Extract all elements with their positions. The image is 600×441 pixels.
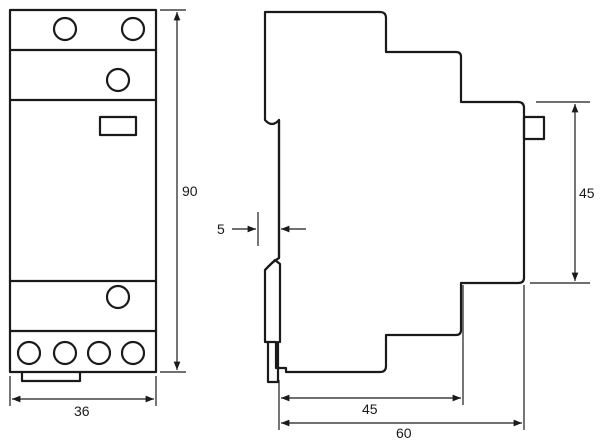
front-view [8,8,158,383]
din-clip-side [266,340,280,384]
height-dimension-front: 90 [160,9,198,373]
din-rail-hook [263,258,282,344]
din-clip-tab [20,370,82,383]
side-view [263,10,546,384]
gap-label: 5 [217,221,225,237]
indicator-window [98,115,138,137]
terminal-screw-upper [105,67,131,93]
side-depth-dimension-45: 45 [278,285,464,430]
side-button [522,115,546,141]
front-width-label: 36 [74,403,90,419]
terminal-screw-bottom-4 [120,340,146,366]
width-dimension-front: 36 [9,376,157,419]
terminal-screw-top-right [120,16,146,42]
side-depth-dimension-60: 60 [281,285,525,441]
side-body-outline [263,10,526,374]
side-height-dimension: 45 [530,101,595,284]
gap-dimension: 5 [217,212,306,246]
terminal-screw-lower [105,284,131,310]
terminal-screw-bottom-2 [52,340,78,366]
front-body-outline [8,8,158,374]
terminal-screw-bottom-3 [86,340,112,366]
terminal-screw-top-left [52,16,78,42]
side-depth-60-label: 60 [396,425,412,441]
terminal-screw-bottom-1 [16,340,42,366]
front-height-label: 90 [182,183,198,199]
side-depth-45-label: 45 [362,401,378,417]
side-height-label: 45 [579,185,595,201]
